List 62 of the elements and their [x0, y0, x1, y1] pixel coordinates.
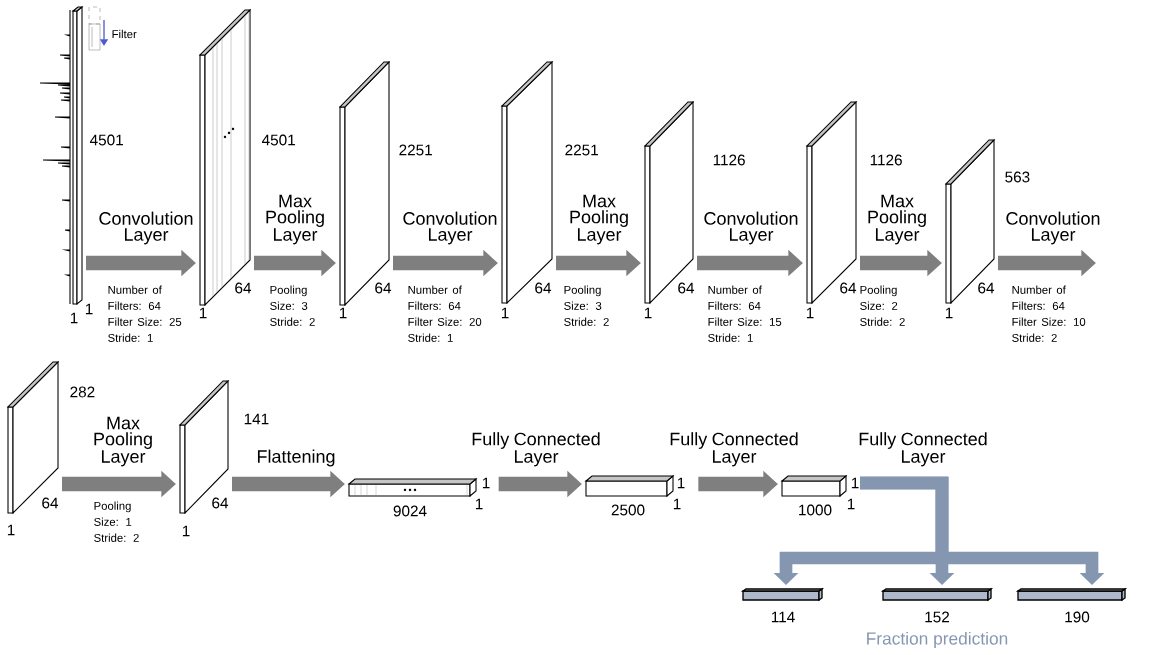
dimension-label: 190	[1065, 611, 1090, 623]
caption-text: Fraction prediction	[867, 631, 1008, 649]
parameter-text: Number of Filters: 64 Filter Size: 25 Stride: 1	[108, 285, 182, 342]
dimension-label: 1	[482, 477, 490, 489]
dimension-label: 1	[199, 307, 207, 319]
parameter-text: Number of Filters: 64 Filter Size: 10 Stride: 2	[1012, 285, 1086, 342]
layer-label: Fully Connected Layer	[670, 432, 798, 467]
layer-label: Convolution Layer	[403, 211, 497, 245]
dimension-label: 1126	[870, 154, 902, 166]
dimension-label: 64	[375, 282, 392, 294]
dimension-label: 4501	[89, 134, 123, 146]
parameter-text: Pooling Size: 1 Stride: 2	[94, 501, 139, 542]
dimension-label: 1	[673, 498, 681, 510]
dimension-label: 1	[70, 312, 78, 324]
dimension-label: 1	[7, 524, 15, 536]
parameter-text: Pooling Size: 2 Stride: 2	[860, 285, 905, 326]
dimension-label: 141	[244, 413, 269, 425]
dimension-label: 1000	[799, 504, 832, 516]
dimension-label: 64	[678, 282, 695, 294]
dimension-label: 1	[851, 477, 859, 489]
dimension-label: 282	[70, 386, 95, 398]
dimension-label: 9024	[393, 505, 427, 517]
dimension-label: 1	[85, 303, 93, 315]
dimension-label: 1	[945, 307, 953, 319]
layer-label: Flattening	[257, 449, 335, 467]
layer-label: Max Pooling Layer	[266, 194, 324, 245]
dimension-label: 1	[644, 307, 652, 319]
layer-label: Convolution Layer	[99, 211, 193, 245]
dimension-label: 64	[840, 282, 857, 294]
dimension-label: 64	[212, 497, 229, 509]
arrow	[860, 476, 1105, 585]
dimension-label: 64	[978, 282, 995, 294]
dimension-label: 2500	[611, 504, 645, 516]
layer-label: Fully Connected Layer	[859, 432, 987, 467]
parameter-text: Number of Filters: 64 Filter Size: 20 Stride: 1	[408, 285, 482, 342]
dimension-label: 152	[925, 611, 949, 623]
dimension-label: 2251	[399, 144, 432, 156]
dimension-label: 1	[806, 307, 814, 319]
layer-label: Max Pooling Layer	[868, 194, 926, 245]
dimension-label: 1	[182, 525, 190, 537]
dimension-label: 1	[501, 307, 509, 319]
parameter-text: Pooling Size: 3 Stride: 2	[270, 285, 315, 326]
layer-label: Convolution Layer	[704, 211, 798, 245]
dimension-label: 64	[42, 497, 59, 509]
filter-label: Filter	[112, 29, 137, 39]
dimension-label: 563	[1005, 171, 1030, 183]
dimension-label: 1	[677, 477, 685, 489]
dimension-label: 114	[771, 611, 795, 623]
dimension-label: 64	[235, 282, 252, 294]
dimension-label: 1	[339, 307, 347, 319]
layer-label: Max Pooling Layer	[570, 194, 628, 245]
dimension-label: 2251	[565, 144, 598, 156]
layer-label: Max Pooling Layer	[94, 416, 152, 467]
layer-label: Fully Connected Layer	[472, 432, 600, 467]
layer-label: Convolution Layer	[1006, 211, 1100, 245]
dimension-label: 64	[535, 282, 552, 294]
dimension-label: 1	[847, 498, 855, 510]
dimension-label: 4501	[261, 134, 295, 146]
parameter-text: Pooling Size: 3 Stride: 2	[564, 285, 609, 326]
dimension-label: 1	[475, 498, 483, 510]
dimension-label: 1126	[713, 154, 745, 166]
parameter-text: Number of Filters: 64 Filter Size: 15 Stride: 1	[708, 285, 782, 342]
